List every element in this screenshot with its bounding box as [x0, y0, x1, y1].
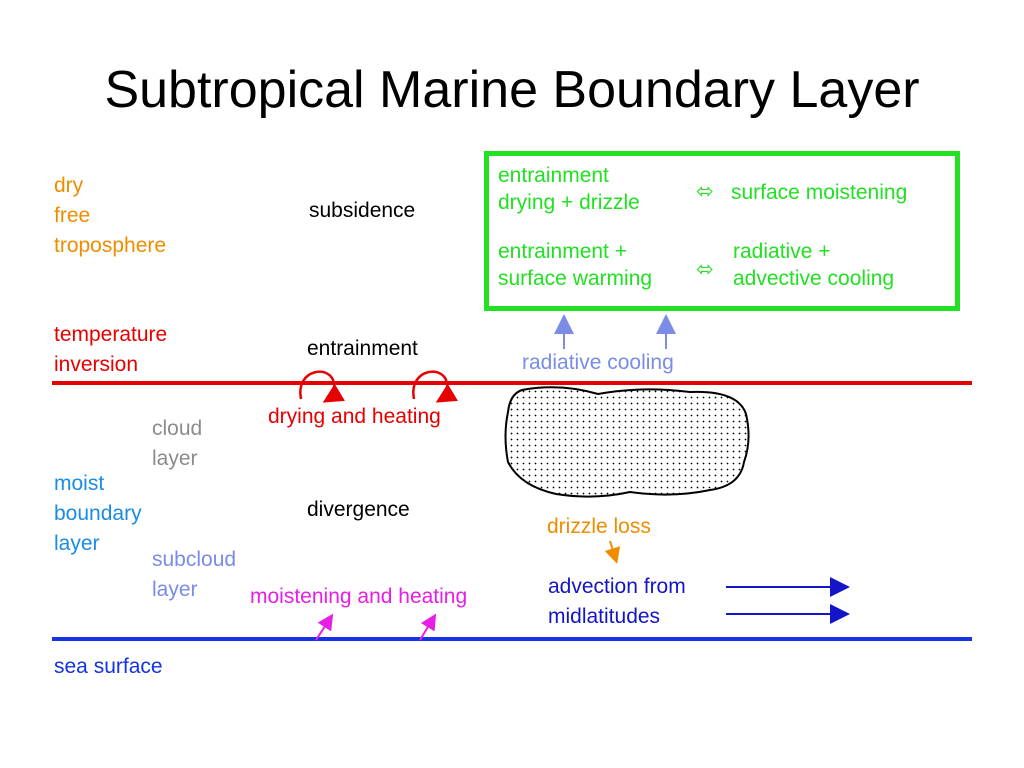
label-radiative-cooling: radiative cooling: [522, 351, 674, 374]
page-title: Subtropical Marine Boundary Layer: [104, 61, 920, 119]
label-subsidence: subsidence: [309, 199, 416, 222]
label-subcloud-layer: subcloud layer: [152, 548, 237, 601]
label-drying-heating: drying and heating: [268, 405, 441, 428]
label-drizzle-loss: drizzle loss: [547, 515, 651, 538]
label-moistening-heating: moistening and heating: [250, 585, 468, 608]
label-advection: advection from midlatitudes: [548, 575, 686, 628]
balance-box: [484, 151, 960, 311]
label-cloud-layer: cloud layer: [152, 417, 203, 470]
moistening-arrow-left: [315, 613, 334, 641]
box-row2-symbol: ⬄: [696, 258, 714, 281]
label-temperature-inversion: temperature inversion: [54, 323, 168, 376]
box-row1-left: entrainment drying + drizzle: [498, 164, 640, 215]
entrainment-loop-left: [299, 370, 346, 403]
box-row2-right: radiative + advective cooling: [733, 240, 895, 291]
label-moist-boundary-layer: moist boundary layer: [54, 472, 142, 555]
label-divergence: divergence: [307, 498, 410, 521]
cloud-shape: [504, 386, 750, 498]
label-entrainment: entrainment: [307, 337, 418, 360]
box-row1-symbol: ⬄: [696, 180, 714, 203]
moistening-arrow-right: [419, 613, 437, 641]
box-row2-left: entrainment + surface warming: [498, 240, 653, 291]
box-row1-right: surface moistening: [731, 181, 908, 204]
drizzle-arrow: [604, 540, 621, 564]
label-dry-free-troposphere: dry free troposphere: [54, 174, 167, 257]
label-sea-surface: sea surface: [54, 655, 163, 678]
entrainment-loop-right: [412, 370, 459, 403]
